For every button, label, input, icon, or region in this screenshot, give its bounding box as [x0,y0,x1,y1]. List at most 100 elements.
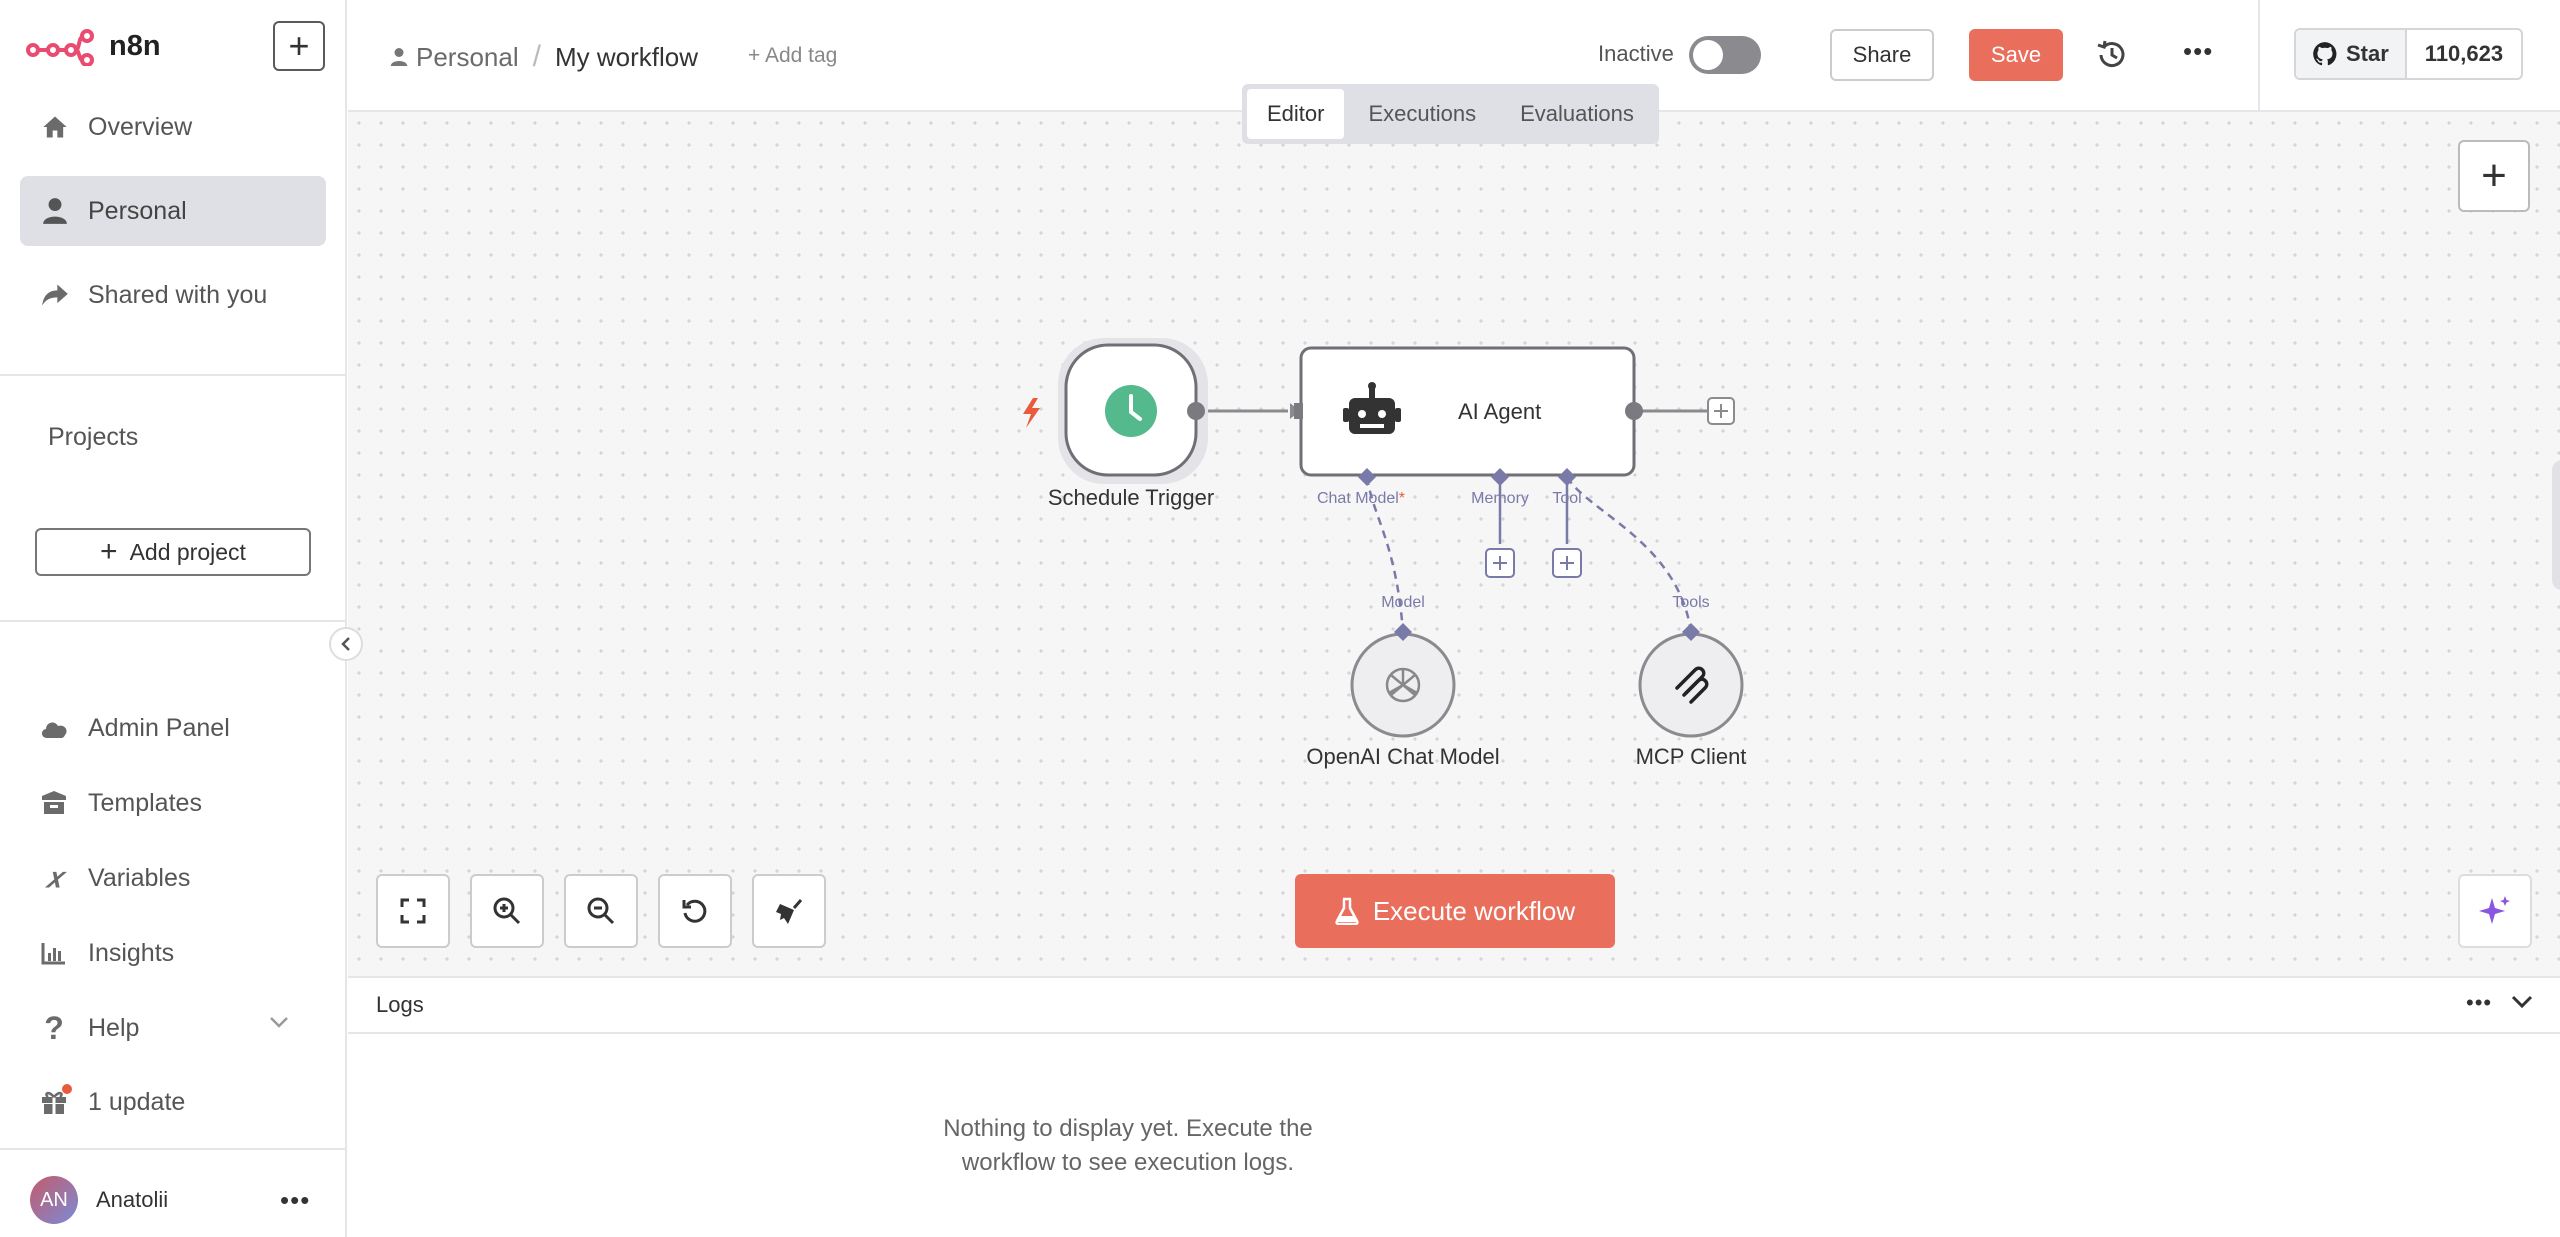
undo-icon [682,899,707,923]
openai-chat-model-label: OpenAI Chat Model [1306,744,1500,769]
logs-title: Logs [376,992,424,1017]
sidebar-item-label: Shared with you [88,280,268,309]
robot-icon [1343,382,1401,434]
sidebar-item-label: Insights [88,938,175,967]
sparkle-icon [2479,896,2510,924]
tools-port [1682,623,1700,641]
execute-workflow-button[interactable]: Execute workflow [1295,874,1615,948]
side-panel-handle[interactable] [2552,460,2560,590]
sidebar-item-label: Personal [88,196,187,225]
add-output-button [1707,397,1735,425]
sidebar-item-insights[interactable]: Insights [38,937,174,969]
breadcrumb: Personal / My workflow [390,40,698,74]
collapse-sidebar-button[interactable] [329,627,363,661]
app-logo[interactable]: n8n [25,26,161,66]
box-icon [38,787,70,819]
fit-view-button[interactable] [376,874,450,948]
agent-output-port [1625,402,1643,420]
sidebar-item-label: Variables [88,863,191,892]
clock-icon [1105,385,1157,437]
mcp-icon [1675,666,1709,704]
notification-dot [62,1084,72,1094]
add-tag-link[interactable]: + Add tag [748,44,838,67]
variable-icon: 𝑥 [46,861,62,893]
github-icon [2313,42,2337,66]
sidebar-divider [0,374,345,376]
workflow-graph [1023,338,1744,738]
toggle-knob [1693,40,1723,70]
add-tool-button [1552,548,1582,578]
sidebar-item-updates[interactable]: 1 update [38,1084,185,1118]
tab-editor[interactable]: Editor [1247,89,1345,139]
logs-empty-line: workflow to see execution logs. [961,1149,1295,1176]
tool-port [1558,468,1576,486]
workflow-more-icon[interactable]: ••• [2183,36,2214,66]
sidebar-item-variables[interactable]: 𝑥 Variables [38,862,190,894]
sidebar-item-overview[interactable]: Overview [20,92,326,162]
ai-assistant-button[interactable] [2458,874,2532,948]
chat-model-text: Chat Model [1316,490,1399,507]
user-menu[interactable]: AN Anatolii [30,1176,168,1224]
home-icon [40,112,70,142]
logs-more-icon[interactable]: ••• [2466,990,2493,1015]
mode-tabs: Editor Executions Evaluations [1242,84,1659,144]
zoom-in-button[interactable] [470,874,544,948]
openai-icon [1385,667,1421,703]
chart-icon [38,937,70,969]
cloud-icon [38,712,70,744]
add-project-label: Add project [129,538,246,565]
workflow-name[interactable]: My workflow [554,41,698,72]
trigger-output-port [1187,402,1205,420]
execute-workflow-label: Execute workflow [1372,895,1576,926]
sidebar-item-shared[interactable]: Shared with you [20,260,326,330]
sidebar-divider [0,620,345,622]
github-star-button[interactable]: Star [2296,30,2407,78]
sidebar-item-templates[interactable]: Templates [38,787,202,819]
chevron-down-icon[interactable] [268,1015,290,1029]
history-icon[interactable] [2093,36,2131,74]
zoom-out-icon [587,897,615,925]
zoom-out-button[interactable] [564,874,638,948]
sidebar-item-help[interactable]: ? Help [38,1009,139,1046]
logs-panel: Logs ••• Nothing to display yet. Execute… [348,976,2560,1237]
workflow-canvas[interactable]: Editor Executions Evaluations + [348,84,2560,976]
sidebar-item-label: Templates [88,788,202,817]
tab-executions[interactable]: Executions [1368,101,1477,126]
sidebar-item-admin-panel[interactable]: Admin Panel [38,712,230,744]
user-icon [40,196,70,226]
model-port [1394,623,1412,641]
flask-icon [1335,897,1359,925]
sidebar-item-personal[interactable]: Personal [20,176,326,246]
save-button[interactable]: Save [1969,29,2063,81]
connection-tools [1565,476,1693,633]
chevron-down-icon[interactable] [2510,994,2534,1010]
tidy-up-button[interactable] [752,874,826,948]
breadcrumb-project[interactable]: Personal [390,42,519,73]
chat-model-port-label: Chat Model* [1317,490,1405,508]
gift-icon [38,1084,72,1118]
question-icon: ? [44,1009,64,1046]
active-status-label: Inactive [1598,41,1674,66]
add-project-button[interactable]: + Add project [35,528,311,576]
active-toggle[interactable] [1689,36,1761,74]
user-more-icon[interactable]: ••• [280,1185,311,1215]
breadcrumb-separator: / [532,40,541,73]
projects-heading: Projects [48,423,139,451]
ai-agent-label: AI Agent [1458,399,1542,424]
add-memory-button [1485,548,1515,578]
bolt-icon [1023,398,1040,428]
github-star-count[interactable]: 110,623 [2424,41,2504,66]
model-port-label: Model [1381,594,1425,611]
share-button[interactable]: Share [1830,29,1934,81]
broom-icon [776,899,803,924]
n8n-logo-icon [26,29,94,66]
add-node-button[interactable]: + [2458,140,2530,212]
reset-zoom-button[interactable] [658,874,732,948]
logs-header[interactable]: Logs ••• [348,978,2560,1034]
create-button[interactable]: + [273,21,325,71]
github-star-widget[interactable]: Star 110,623 [2294,28,2524,80]
sidebar: n8n + Overview Personal Shared with you … [0,0,347,1237]
tab-evaluations[interactable]: Evaluations [1520,101,1634,126]
fullscreen-icon [400,898,426,924]
tool-port-label: Tool [1552,490,1582,507]
